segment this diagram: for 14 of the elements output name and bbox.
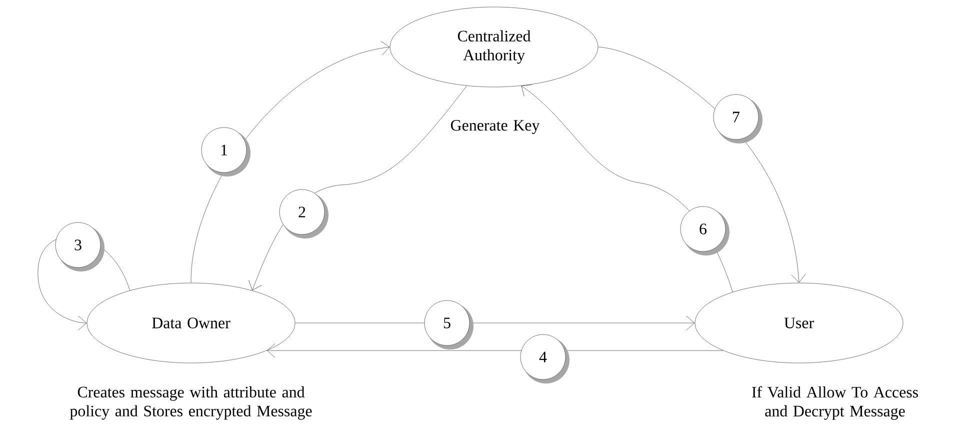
arrow (266, 343, 724, 358)
node-label: Creates message with attribute and policy and Stores encrypted Message (70, 386, 312, 420)
node-label: Generate Key (450, 120, 540, 134)
step-number: 1 (201, 127, 250, 176)
ellipse-node: Centralized Authority (390, 6, 598, 88)
step-number: 6 (680, 206, 730, 256)
step-number: 7 (713, 94, 762, 144)
ellipse-node: User (694, 282, 904, 364)
node-label: If Valid Allow To Access and Decrypt Message (752, 386, 918, 420)
ellipse-node: Data Owner (86, 282, 296, 364)
step-number: 2 (279, 189, 328, 238)
step-number: 5 (424, 300, 474, 350)
step-number: 3 (55, 222, 104, 272)
step-number: 4 (520, 334, 570, 384)
